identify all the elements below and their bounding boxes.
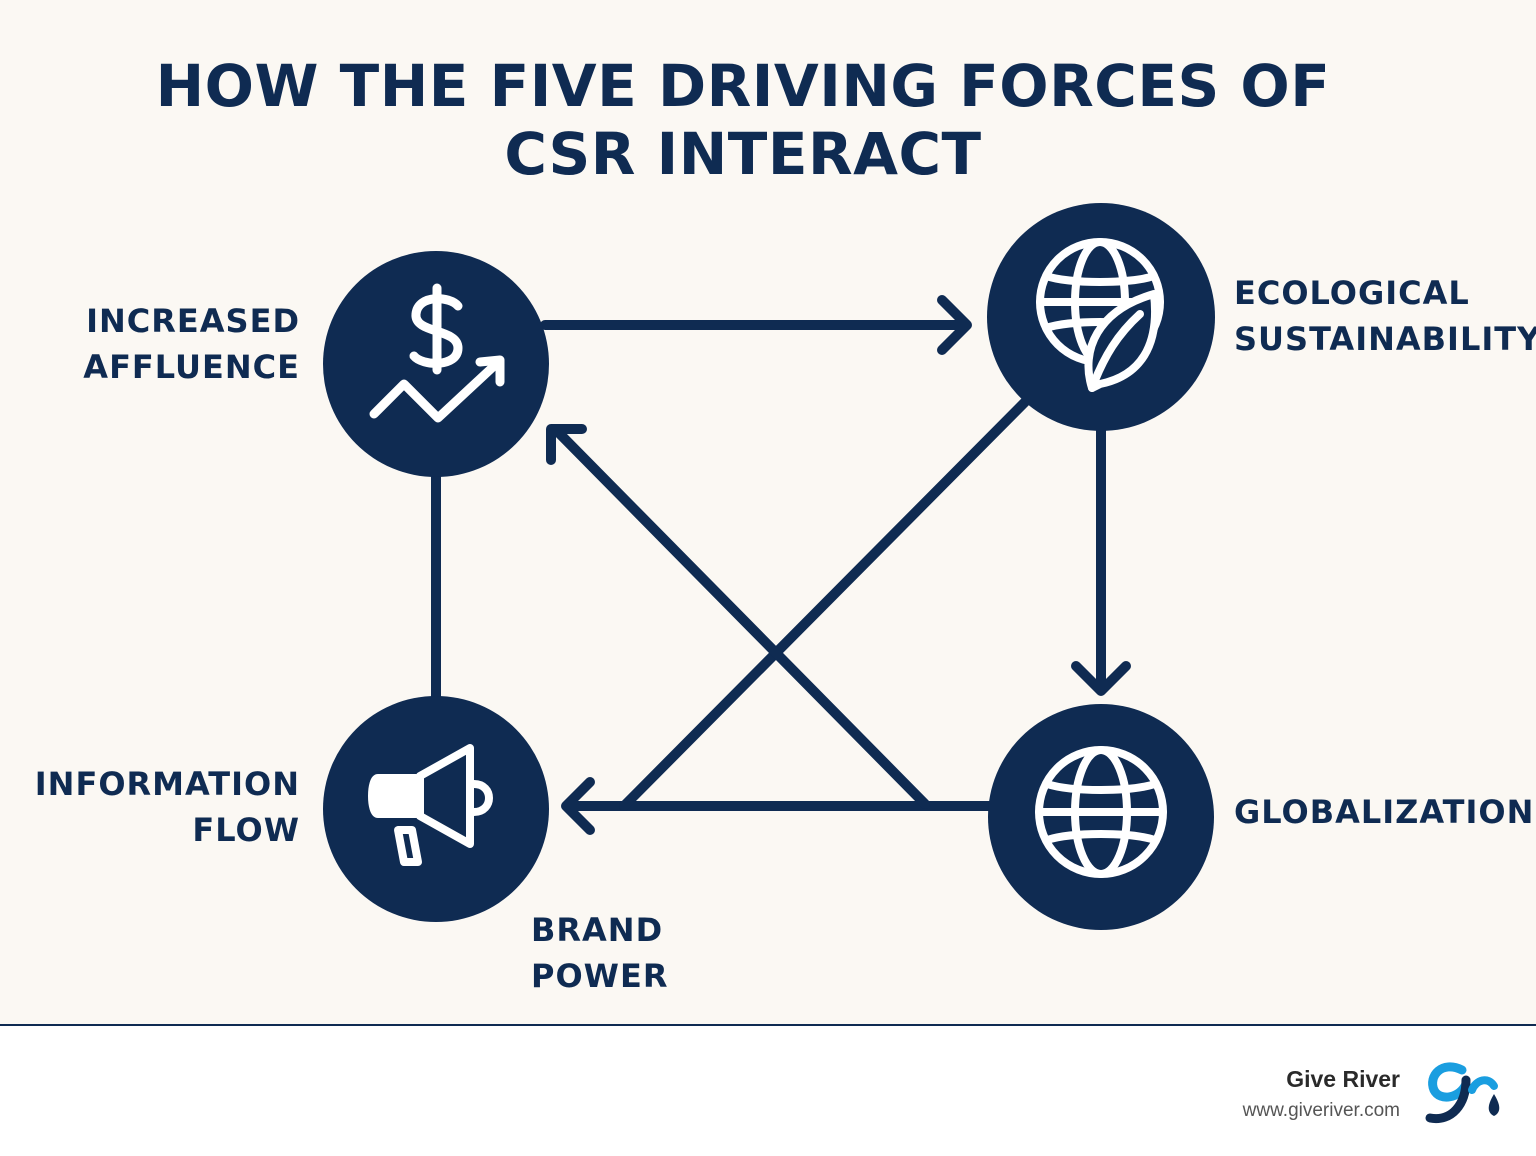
give-river-logo bbox=[1425, 1062, 1500, 1124]
node-information bbox=[323, 696, 549, 922]
label-brand-power: BRAND POWER bbox=[531, 911, 669, 995]
globe-icon bbox=[1035, 746, 1167, 878]
forces-diagram bbox=[323, 203, 1215, 930]
arrow-globalization-to-affluence bbox=[546, 424, 930, 809]
label-globalization: GLOBALIZATION bbox=[1234, 793, 1535, 831]
arrow-affluence-to-ecology bbox=[540, 295, 972, 355]
label-ecological-sustainability: ECOLOGICAL SUSTAINABILITY bbox=[1234, 274, 1536, 358]
link-ecology-to-information bbox=[619, 397, 1030, 811]
label-increased-affluence: INCREASED AFFLUENCE bbox=[83, 302, 300, 386]
arrow-ecology-to-globalization bbox=[1071, 425, 1131, 696]
brand-url: www.giveriver.com bbox=[1242, 1100, 1400, 1121]
footer: Give River www.giveriver.com bbox=[0, 1024, 1536, 1156]
page-title: HOW THE FIVE DRIVING FORCES OF CSR INTER… bbox=[155, 52, 1331, 188]
node-ecology bbox=[987, 203, 1215, 431]
label-information-flow: INFORMATION FLOW bbox=[34, 765, 300, 849]
node-globalization bbox=[988, 704, 1214, 930]
megaphone-icon bbox=[368, 744, 493, 866]
dollar-growth-icon bbox=[369, 283, 505, 423]
brand-name: Give River bbox=[1286, 1066, 1400, 1092]
globe-leaf-icon bbox=[1036, 238, 1164, 392]
